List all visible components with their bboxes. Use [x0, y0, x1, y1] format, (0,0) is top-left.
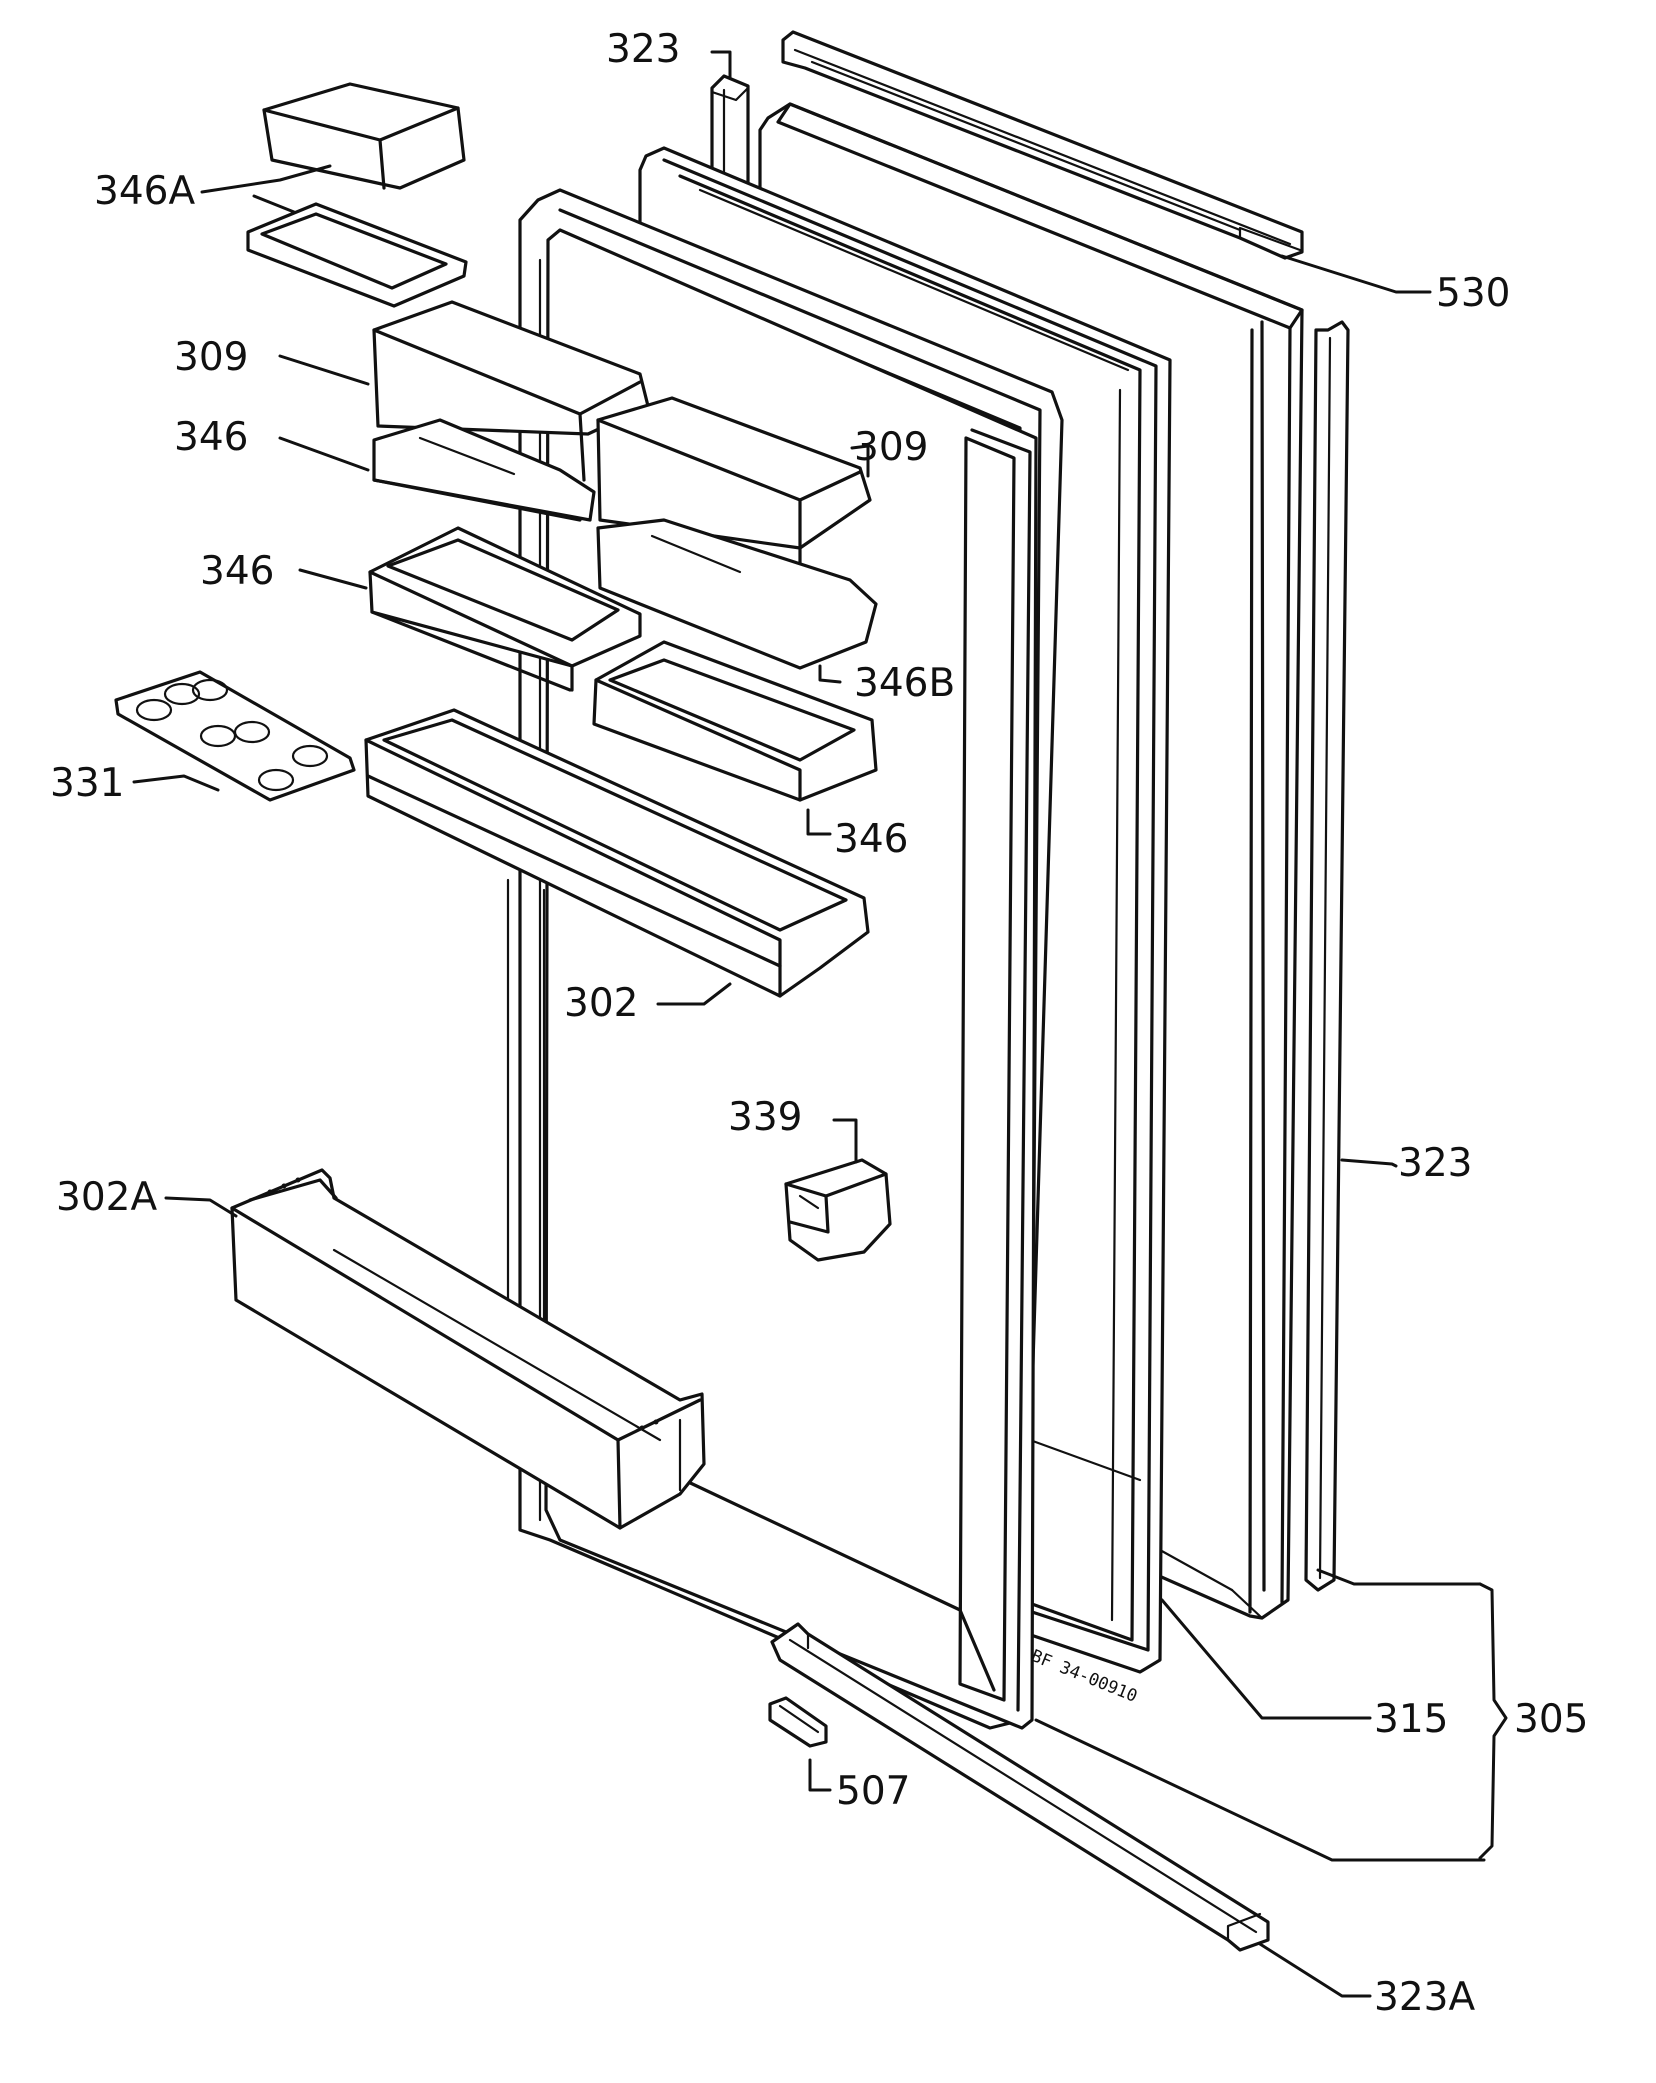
bottle-shelf-302a	[230, 1168, 706, 1530]
callout-labels: 323 530 346A 309 346 309 346 346B 331 34…	[50, 27, 1588, 2020]
top-trim-strip-530	[781, 30, 1304, 260]
label-323a: 323A	[1374, 1975, 1475, 2020]
side-gasket-strip-323	[1304, 320, 1350, 1592]
label-346a: 346A	[94, 169, 195, 214]
leader-lines	[132, 50, 1508, 1998]
hinge-part-507	[768, 1696, 828, 1748]
label-302: 302	[564, 981, 638, 1026]
door-tray-346-mid-left	[368, 526, 642, 692]
label-315: 315	[1374, 1697, 1448, 1742]
label-323-side: 323	[1398, 1141, 1472, 1186]
bottle-shelf-302	[364, 708, 870, 998]
egg-tray-331	[114, 670, 356, 802]
label-302a: 302A	[56, 1175, 157, 1220]
label-346-mid-left: 346	[200, 549, 274, 594]
label-346b: 346B	[854, 661, 955, 706]
label-530: 530	[1436, 271, 1510, 316]
label-346-right: 346	[834, 817, 908, 862]
storage-box-309-left	[372, 300, 650, 522]
label-507: 507	[836, 1769, 910, 1814]
bottom-trim-strip-323a	[770, 1622, 1270, 1952]
dairy-compartment-346a	[246, 82, 468, 308]
label-331: 331	[50, 761, 124, 806]
label-339: 339	[728, 1095, 802, 1140]
label-346-upper-left: 346	[174, 415, 248, 460]
bracket-339	[784, 1158, 892, 1262]
storage-box-309-right	[596, 396, 878, 670]
door-tray-346-right	[592, 640, 878, 802]
label-323-top: 323	[606, 27, 680, 72]
label-309-left: 309	[174, 335, 248, 380]
label-309-right: 309	[854, 425, 928, 470]
label-305: 305	[1514, 1697, 1588, 1742]
